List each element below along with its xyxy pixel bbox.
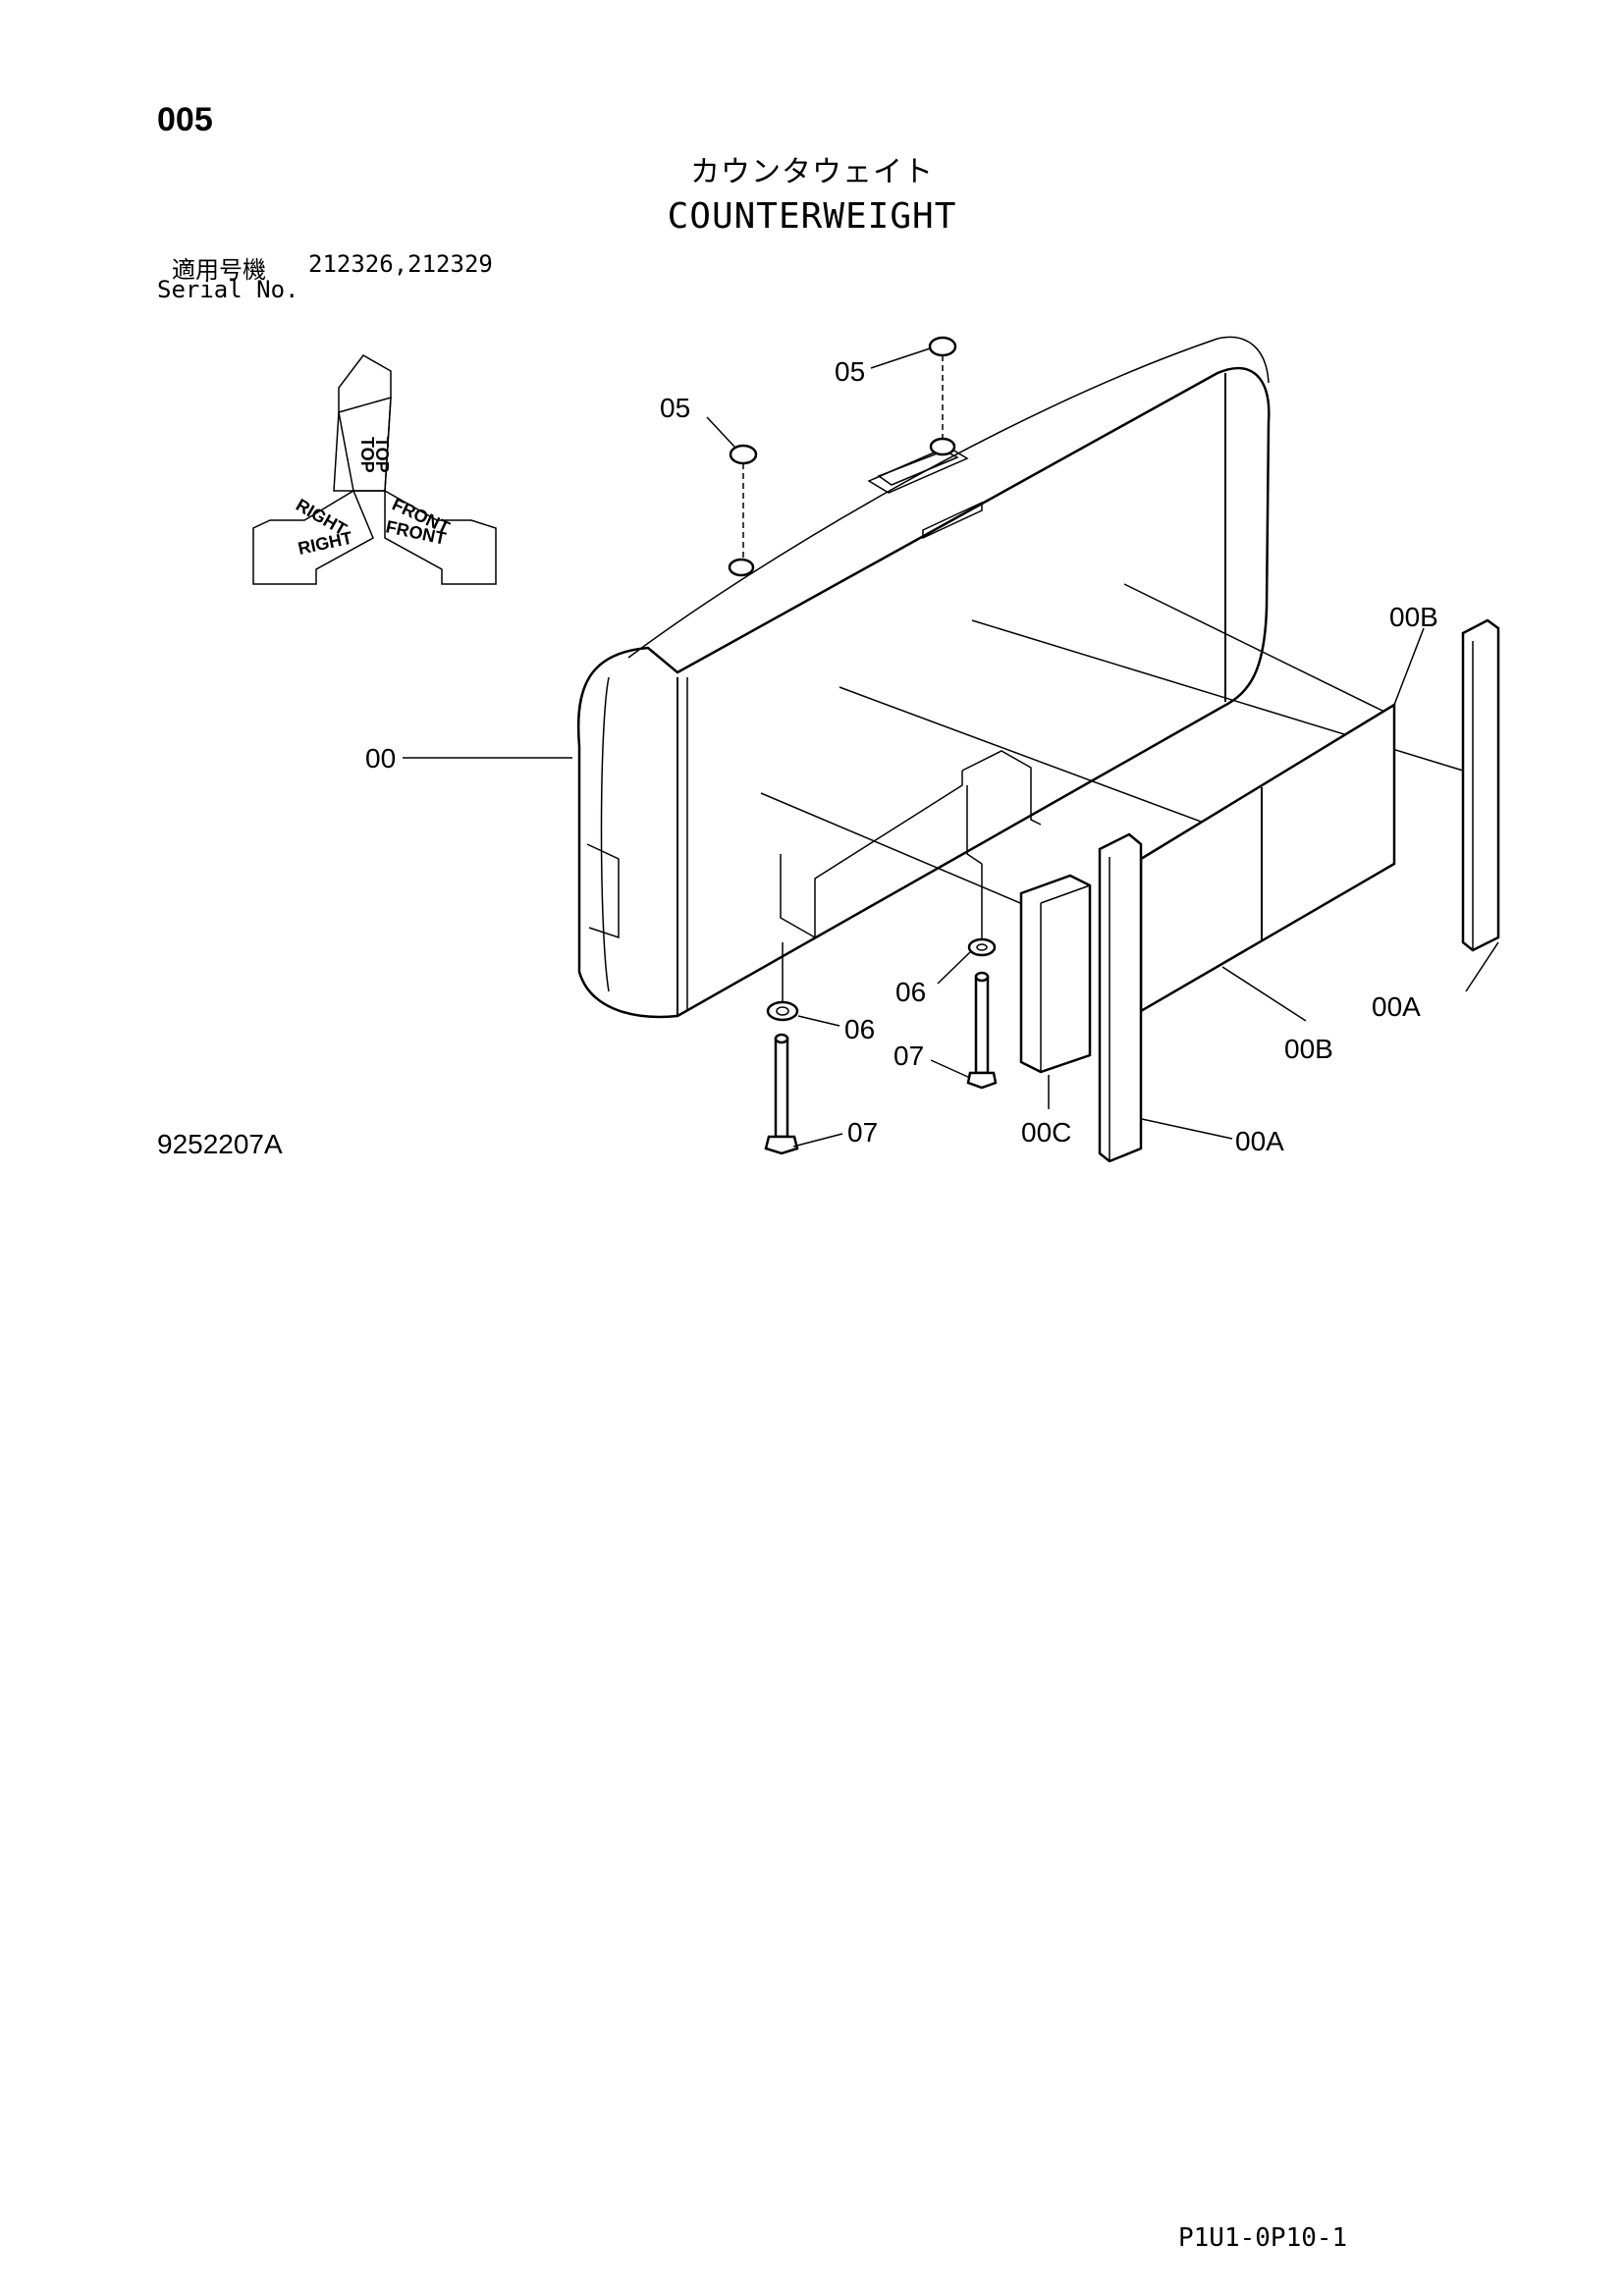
top-washer-left	[728, 558, 755, 577]
leader-00a-bottom	[1141, 1118, 1233, 1140]
page-number: 005	[157, 101, 213, 138]
center-line-4	[1123, 583, 1385, 713]
cap-right	[928, 336, 957, 357]
lower-right-hook	[961, 750, 1042, 826]
callout-00b-bottom: 00B	[1284, 1034, 1333, 1064]
top-slot-inner	[877, 450, 959, 486]
washer-06-right	[967, 937, 997, 957]
washer-06-left-hole	[776, 1006, 789, 1016]
leader-lines	[403, 347, 1499, 1148]
counterweight-side-panel	[586, 843, 620, 939]
callout-00a-bottom: 00A	[1235, 1126, 1284, 1156]
washer-06-left	[766, 1000, 799, 1022]
bolt-07-right-shank	[974, 975, 990, 1075]
block-00c	[1019, 874, 1092, 1074]
block-00c-shape	[1019, 874, 1092, 1074]
callout-00b-top: 00B	[1389, 602, 1438, 632]
bolt-07-left-tip	[774, 1033, 789, 1044]
callout-00: 00	[365, 743, 396, 774]
callout-07-right: 07	[893, 1041, 924, 1071]
leader-06-left	[797, 1015, 840, 1027]
washer-06-right-hole	[976, 943, 988, 951]
leader-07-right	[930, 1059, 971, 1079]
top-arrow-face	[333, 396, 392, 492]
orientation-top-label-shadow: TOP	[357, 437, 377, 473]
callout-00c: 00C	[1021, 1117, 1071, 1148]
right-arrow-shape	[252, 489, 374, 585]
top-bracket	[922, 501, 983, 540]
serial-label: Serial No.	[157, 276, 299, 303]
leader-00a-right	[1465, 941, 1499, 992]
counterweight-top-edge	[677, 372, 1218, 673]
bolts-07	[764, 971, 998, 1155]
counterweight-upper-curve	[627, 336, 1270, 659]
title-japanese: カウンタウェイト	[690, 155, 934, 189]
callout-06-left: 06	[844, 1014, 875, 1044]
bolt-07-left-head	[764, 1135, 799, 1155]
center-line-2	[839, 686, 1263, 845]
callout-06-right: 06	[895, 977, 926, 1007]
counterweight-side-curve	[600, 676, 610, 992]
orientation-top-label: TOP	[372, 437, 392, 473]
callout-05-left: 05	[660, 393, 690, 423]
top-slot	[867, 446, 969, 494]
plates-00b	[1139, 702, 1396, 1014]
spacer-00a-rear	[1461, 618, 1500, 952]
page-code: P1U1-0P10-1	[1178, 2223, 1348, 2253]
leader-07-left	[792, 1133, 843, 1148]
exploded-parts-diagram: TOP TOP RIGHT RIGHT FRONT FRONT	[252, 336, 1500, 1163]
leader-00b-top	[1393, 627, 1425, 706]
callout-05-right: 05	[835, 356, 865, 387]
bolt-07-right-tip	[974, 971, 990, 983]
counterweight-outline	[576, 366, 1271, 1019]
counterweight-body	[576, 336, 1271, 1019]
washers-06	[766, 937, 997, 1022]
leader-00b-bottom	[1221, 966, 1307, 1022]
bolt-07-left-shank	[774, 1037, 789, 1139]
plate-00b-face	[1139, 702, 1396, 1014]
page-title: COUNTERWEIGHT	[667, 196, 957, 237]
lower-right-hook-leg	[966, 785, 983, 865]
orientation-indicator: TOP TOP RIGHT RIGHT FRONT FRONT	[252, 354, 497, 585]
front-arrow-shape	[384, 489, 497, 585]
spacers-00a	[1098, 618, 1500, 1163]
leader-06-right	[937, 951, 971, 985]
top-washer-right	[929, 437, 956, 456]
leader-05-left	[706, 416, 735, 448]
cap-left	[729, 444, 758, 465]
bolt-07-right-head	[966, 1071, 998, 1090]
callout-labels: 05 05 00 00B 06 06 07 07 00A 00B 00C 00A	[365, 356, 1438, 1156]
caps-05	[729, 336, 957, 560]
leader-05-right	[870, 347, 931, 369]
serial-label-japanese: 適用号機	[172, 256, 266, 284]
lower-left-hook	[780, 771, 963, 939]
spacer-00a-front	[1098, 832, 1143, 1163]
drawing-number: 9252207A	[157, 1129, 283, 1159]
block-00c-top-edge	[1040, 884, 1091, 904]
callout-07-left: 07	[847, 1117, 878, 1148]
serial-values: 212326,212329	[308, 250, 493, 278]
callout-00a-right: 00A	[1372, 991, 1421, 1022]
